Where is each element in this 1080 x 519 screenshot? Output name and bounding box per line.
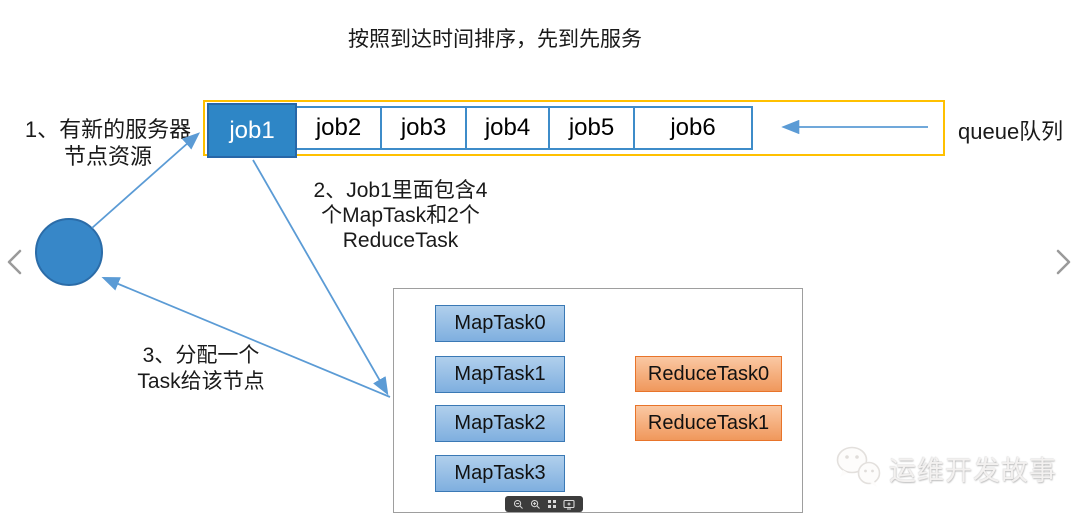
annotation-step1-line2: 节点资源 bbox=[63, 144, 152, 169]
annotation-step2-line2: 个MapTask和2个 bbox=[321, 204, 480, 227]
annotation-step2: 2、Job1里面包含4 个MapTask和2个 ReduceTask bbox=[293, 178, 508, 253]
queue-job-3: job3 bbox=[380, 106, 467, 150]
annotation-step2-line1: 2、Job1里面包含4 bbox=[313, 179, 488, 202]
queue-job-5: job5 bbox=[548, 106, 635, 150]
zoom-out-icon[interactable] bbox=[513, 499, 524, 510]
annotation-step1-line1: 1、有新的服务器 bbox=[24, 117, 192, 142]
map-task-1-box: MapTask1 bbox=[435, 356, 565, 393]
map-task-3-box: MapTask3 bbox=[435, 455, 565, 492]
annotation-step3-line2: Task给该节点 bbox=[137, 370, 265, 393]
job1-task-panel: MapTask0 MapTask1 MapTask2 MapTask3 Redu… bbox=[393, 288, 803, 513]
annotation-step2-line3: ReduceTask bbox=[342, 229, 459, 252]
queue-job-6: job6 bbox=[633, 106, 753, 150]
screen-icon[interactable] bbox=[563, 499, 575, 510]
wechat-icon bbox=[834, 443, 884, 494]
queue-job-4: job4 bbox=[465, 106, 550, 150]
job-queue: job2 job3 job4 job5 job6 bbox=[203, 100, 945, 156]
diagram-title: 按照到达时间排序，先到先服务 bbox=[348, 28, 642, 51]
map-task-0-box: MapTask0 bbox=[435, 305, 565, 342]
queue-job-2: job2 bbox=[295, 106, 382, 150]
image-toolbar bbox=[505, 496, 583, 512]
annotation-step3: 3、分配一个 Task给该节点 bbox=[113, 343, 289, 395]
watermark: 运维开发故事 bbox=[834, 443, 1057, 494]
map-task-2-box: MapTask2 bbox=[435, 405, 565, 442]
annotation-step3-line1: 3、分配一个 bbox=[142, 344, 260, 367]
zoom-in-icon[interactable] bbox=[530, 499, 541, 510]
chevron-left-icon[interactable] bbox=[2, 244, 28, 280]
annotation-step1: 1、有新的服务器 节点资源 bbox=[0, 116, 216, 170]
fit-view-icon[interactable] bbox=[547, 499, 557, 509]
reduce-task-0-box: ReduceTask0 bbox=[635, 356, 782, 392]
queue-job-1-highlighted: job1 bbox=[207, 103, 297, 158]
reduce-task-1-box: ReduceTask1 bbox=[635, 405, 782, 441]
queue-label: queue队列 bbox=[958, 119, 1064, 144]
chevron-right-icon[interactable] bbox=[1050, 244, 1076, 280]
server-node-circle bbox=[35, 218, 103, 286]
watermark-text: 运维开发故事 bbox=[889, 456, 1057, 486]
